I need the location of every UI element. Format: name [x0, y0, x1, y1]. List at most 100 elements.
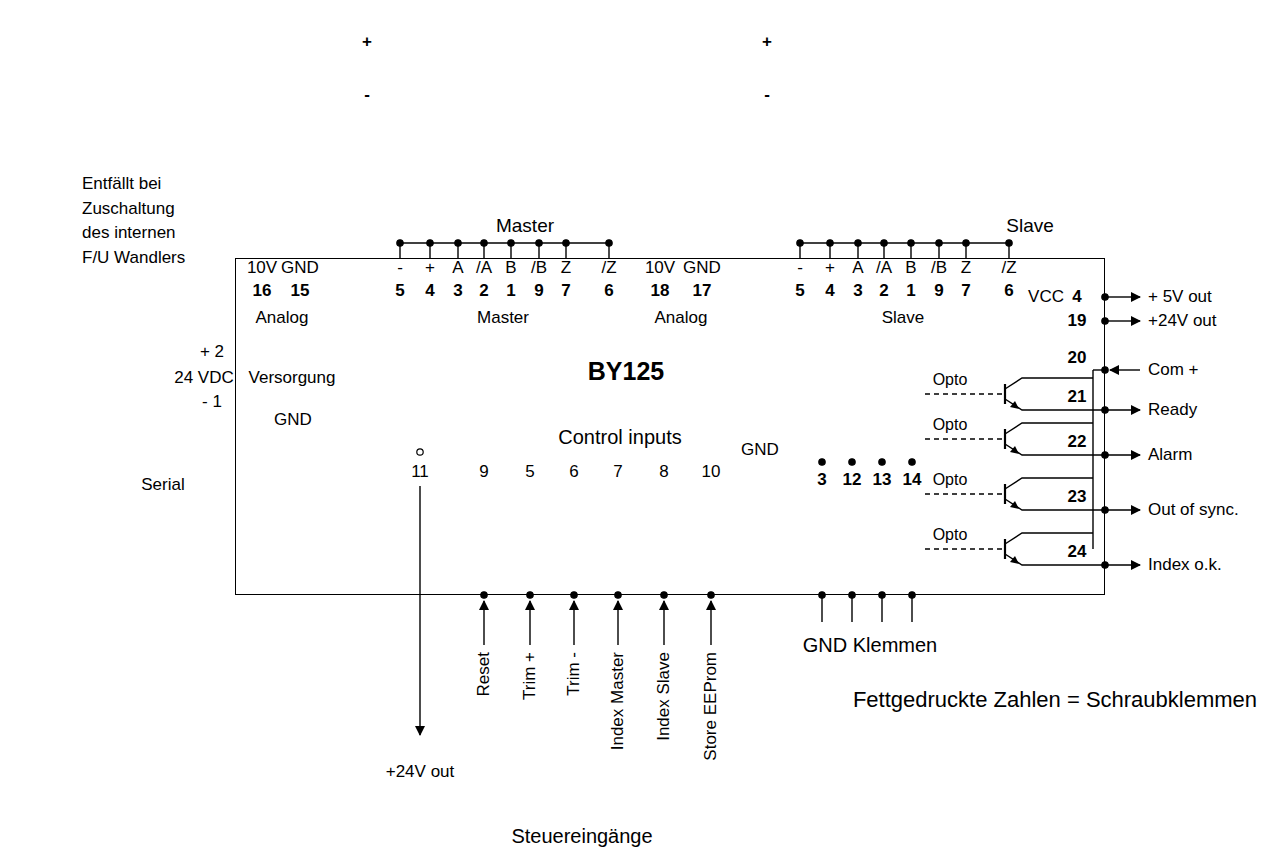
- terminal-number: 2: [479, 281, 488, 301]
- terminal-number: 9: [534, 281, 543, 301]
- terminal-dot: [527, 592, 533, 598]
- signal-name: Out of sync.: [1148, 500, 1239, 520]
- terminal-number: 6: [1004, 281, 1013, 301]
- signal-name: Trim -: [564, 652, 584, 696]
- wire: [510, 243, 511, 258]
- wire: [829, 243, 830, 258]
- signal-name: Com +: [1148, 360, 1199, 380]
- signal-name: Serial: [141, 475, 184, 495]
- wire: [565, 243, 566, 258]
- terminal-number: 14: [903, 470, 922, 490]
- wire: [608, 243, 609, 258]
- terminal-number: 3: [853, 281, 862, 301]
- terminal-number: 18: [651, 281, 670, 301]
- wire: [457, 243, 458, 258]
- polarity-sign: +: [762, 32, 772, 52]
- wire: [573, 601, 574, 645]
- terminal-dot: [615, 592, 621, 598]
- signal-name: /Z: [601, 258, 616, 278]
- terminal-number: 7: [961, 281, 970, 301]
- terminal-number: 9: [934, 281, 943, 301]
- signal-name: GND: [683, 258, 721, 278]
- wire: [429, 243, 430, 258]
- signal-name: GND: [741, 440, 779, 460]
- terminal-number: + 2: [200, 342, 224, 362]
- group-label: Slave: [882, 308, 925, 328]
- wire: [483, 243, 484, 258]
- terminal-number: 24: [1068, 542, 1087, 562]
- signal-name: /A: [876, 258, 892, 278]
- wire: [1004, 429, 1006, 449]
- wire: [419, 486, 420, 735]
- terminal-number: 13: [873, 470, 892, 490]
- signal-name: Index Slave: [654, 652, 674, 741]
- terminal-number: 6: [569, 462, 578, 482]
- signal-name: 10V: [247, 258, 277, 278]
- emitter-arrow: [1010, 446, 1019, 454]
- motor-label: Master: [496, 215, 554, 237]
- signal-name: + 5V out: [1148, 287, 1212, 307]
- group-label: Analog: [256, 308, 309, 328]
- terminal-number: 12: [843, 470, 862, 490]
- wire: [529, 601, 530, 645]
- signal-name: Opto: [933, 471, 968, 489]
- terminal-number: 3: [453, 281, 462, 301]
- signal-name: +24V out: [385, 762, 455, 782]
- terminal-dot: [1102, 452, 1108, 458]
- signal-name: +: [825, 258, 835, 278]
- terminal-number: 17: [693, 281, 712, 301]
- signal-name: Ready: [1148, 400, 1197, 420]
- terminal-dot: [661, 592, 667, 598]
- emitter-arrow: [1010, 556, 1019, 564]
- terminal-number: 1: [506, 281, 515, 301]
- group-label: Analog: [655, 308, 708, 328]
- terminal-number: - 1: [202, 392, 222, 412]
- terminal-dot: [1102, 367, 1108, 373]
- wire: [1004, 539, 1006, 559]
- terminal-dot: [571, 592, 577, 598]
- wire: [910, 243, 911, 258]
- signal-name: B: [505, 258, 516, 278]
- wire: [1092, 370, 1093, 549]
- signal-name: GND: [281, 258, 319, 278]
- signal-name: VCC: [1028, 287, 1064, 307]
- wire: [821, 595, 822, 622]
- wire: [881, 595, 882, 622]
- terminal-number: 20: [1068, 348, 1087, 368]
- terminal-number: 19: [1068, 311, 1087, 331]
- wire: [938, 243, 939, 258]
- signal-name: Reset: [474, 652, 494, 696]
- terminal-number: 11: [411, 462, 429, 482]
- terminal-dot: [849, 459, 855, 465]
- wire: [1110, 369, 1140, 370]
- terminal-number: 21: [1068, 387, 1087, 407]
- terminal-dot: [417, 449, 423, 455]
- terminal-number: 16: [253, 281, 272, 301]
- wire: [1108, 296, 1140, 297]
- signal-name: /Z: [1001, 258, 1016, 278]
- polarity-sign: +: [362, 32, 372, 52]
- terminal-dot: [481, 592, 487, 598]
- signal-name: /B: [531, 258, 547, 278]
- signal-name: 24 VDC: [174, 368, 234, 388]
- group-label: Steuereingänge: [511, 825, 652, 848]
- terminal-number: 22: [1068, 432, 1087, 452]
- terminal-dot: [1102, 407, 1108, 413]
- terminal-dot: [819, 459, 825, 465]
- terminal-number: 5: [525, 462, 534, 482]
- terminal-dot: [1102, 507, 1108, 513]
- polarity-sign: -: [364, 85, 370, 105]
- terminal-number: 5: [795, 281, 804, 301]
- wire: [617, 601, 618, 645]
- device-name: BY125: [588, 357, 664, 386]
- terminal-number: 2: [879, 281, 888, 301]
- wire: [710, 601, 711, 645]
- terminal-dot: [909, 459, 915, 465]
- signal-name: /B: [931, 258, 947, 278]
- signal-name: Z: [961, 258, 971, 278]
- polarity-sign: -: [764, 85, 770, 105]
- wire: [1004, 484, 1006, 504]
- signal-name: -: [397, 258, 403, 278]
- signal-name: GND: [274, 410, 312, 430]
- wire: [1108, 320, 1140, 321]
